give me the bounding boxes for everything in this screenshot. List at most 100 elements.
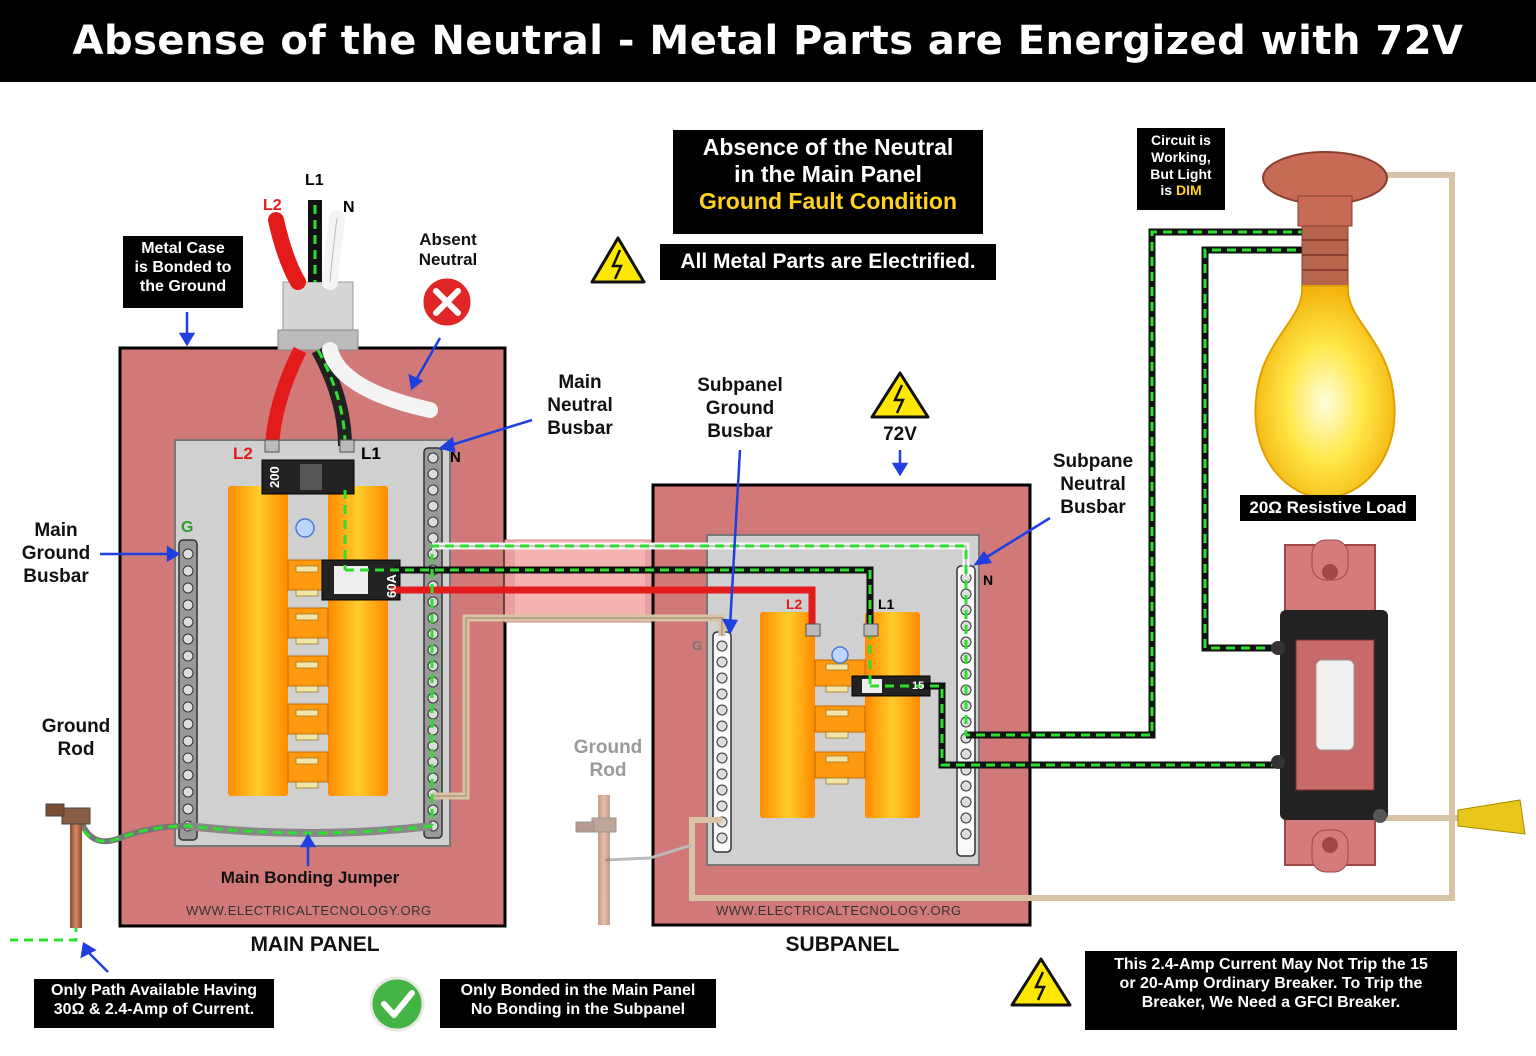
busbar-screw: [716, 784, 728, 796]
condition-line1: Absence of the Neutral: [702, 134, 954, 160]
main-n-label: N: [450, 449, 461, 466]
busbar-screw: [182, 582, 194, 594]
main-neutral-busbar-label: Main Neutral Busbar: [540, 372, 620, 440]
bonding-jumper-label: Main Bonding Jumper: [220, 868, 400, 887]
bonded-line1: Only Bonded in the Main Panel: [460, 982, 696, 999]
main-ground-line1: Main: [34, 520, 78, 541]
metal-case-box: Metal Case is Bonded to the Ground: [123, 236, 243, 308]
busbar-screw: [182, 701, 194, 713]
load-label: 20Ω Resistive Load: [1240, 495, 1416, 521]
busbar-screw: [427, 500, 439, 512]
busbar-screw: [960, 780, 972, 792]
main-breaker-value: 200: [267, 466, 282, 488]
sub-ground-line1: Subpanel: [697, 375, 783, 396]
main-l2-label: L2: [233, 444, 253, 463]
service-l1-label: L1: [305, 172, 324, 189]
warning-icon: [870, 371, 930, 419]
main-g-label: G: [181, 519, 194, 536]
main-ground-rod-label: Ground Rod: [26, 716, 126, 762]
busbar-screw: [182, 565, 194, 577]
busbar-screw: [716, 768, 728, 780]
condition-box: Absence of the Neutral in the Main Panel…: [673, 130, 983, 234]
sub-n-label: N: [983, 572, 994, 588]
busbar-screw: [182, 599, 194, 611]
busbar-screw: [716, 800, 728, 812]
busbar-screw: [427, 468, 439, 480]
main-rod-line2: Rod: [57, 738, 95, 760]
subpanel-neutral-busbar-label: Subpane Neutral Busbar: [1040, 451, 1146, 519]
circuit-line3: But Light: [1150, 165, 1212, 182]
warning-icon: [1010, 957, 1072, 1007]
sub-ground-rod-label: Ground Rod: [560, 737, 656, 783]
main-ground-line3: Busbar: [23, 565, 89, 587]
wires: [10, 172, 1460, 942]
main-ground-busbar-label: Main Ground Busbar: [14, 520, 98, 588]
sub-neutral-line2: Neutral: [1060, 473, 1126, 495]
voltage-label: 72V: [883, 424, 917, 445]
circuit-line4-prefix: is: [1160, 182, 1176, 199]
current-path-box: Only Path Available Having 30Ω & 2.4-Amp…: [34, 979, 274, 1028]
path-line1: Only Path Available Having: [51, 982, 257, 999]
light-switch[interactable]: [1271, 539, 1388, 873]
gfci-line3: Breaker, We Need a GFCI Breaker.: [1141, 993, 1401, 1011]
busbar-screw: [427, 532, 439, 544]
busbar-screw: [427, 484, 439, 496]
subpanel-label: SUBPANEL: [785, 933, 900, 956]
busbar-screw: [716, 736, 728, 748]
main-neutral-line1: Main: [558, 372, 602, 393]
main-ground-line2: Ground: [21, 542, 91, 564]
condition-line3: Ground Fault Condition: [698, 188, 958, 215]
conduit: [504, 539, 656, 623]
metal-case-line3: the Ground: [139, 277, 227, 295]
busbar-screw: [960, 796, 972, 808]
busbar-screw: [182, 667, 194, 679]
busbar-screw: [182, 769, 194, 781]
busbar-screw: [716, 832, 728, 844]
check-icon: [369, 976, 425, 1032]
absent-neutral-line2: Neutral: [418, 250, 478, 270]
busbar-screw: [427, 516, 439, 528]
sub-breaker-rating: 15: [912, 680, 925, 692]
busbar-screw: [182, 786, 194, 798]
sub-watermark: WWW.ELECTRICALTECNOLOGY.ORG: [716, 903, 962, 918]
main-l1-label: L1: [361, 444, 381, 463]
main-ground-rod: [45, 803, 91, 928]
busbar-screw: [716, 752, 728, 764]
main-neutral-line3: Busbar: [547, 417, 613, 439]
busbar-screw: [182, 650, 194, 662]
main-panel: [118, 346, 507, 928]
path-line2: 30Ω & 2.4-Amp of Current.: [53, 1000, 255, 1018]
gfci-line1: This 2.4-Amp Current May Not Trip the 15: [1114, 956, 1428, 973]
busbar-screw: [960, 828, 972, 840]
main-rod-line1: Ground: [41, 716, 111, 737]
wiring-diagram: [10, 151, 1526, 1032]
dim-highlight: DIM: [1175, 182, 1202, 199]
bonding-box: Only Bonded in the Main Panel No Bonding…: [440, 979, 716, 1028]
sub-ground-line2: Ground: [705, 397, 775, 419]
service-l2-label: L2: [263, 197, 282, 214]
circuit-status-box: Circuit is Working, But Light is DIM: [1137, 128, 1225, 210]
gfci-line2: or 20-Amp Ordinary Breaker. To Trip the: [1119, 974, 1423, 992]
branch-breaker-rating: 60A: [384, 574, 399, 598]
busbar-screw: [716, 704, 728, 716]
circuit-line2: Working,: [1151, 148, 1211, 165]
sub-rod-line2: Rod: [589, 759, 627, 781]
busbar-screw: [716, 672, 728, 684]
busbar-screw: [427, 452, 439, 464]
page-title: Absense of the Neutral - Metal Parts are…: [0, 0, 1536, 82]
sub-ground-line3: Busbar: [707, 420, 773, 442]
subpanel-ground-rod: [575, 795, 617, 925]
absent-neutral-line1: Absent: [419, 230, 477, 249]
busbar-screw: [716, 640, 728, 652]
busbar-screw: [182, 548, 194, 560]
busbar-screw: [960, 748, 972, 760]
lamp: [1254, 151, 1396, 500]
branch-breaker-value: 60A: [384, 574, 399, 598]
sub-neutral-line1: Subpane: [1052, 451, 1134, 472]
sub-rod-line1: Ground: [573, 737, 643, 758]
busbar-screw: [182, 616, 194, 628]
circuit-line1: Circuit is: [1151, 132, 1211, 148]
busbar-screw: [182, 752, 194, 764]
busbar-screw: [182, 684, 194, 696]
metal-case-line1: Metal Case: [141, 240, 225, 257]
